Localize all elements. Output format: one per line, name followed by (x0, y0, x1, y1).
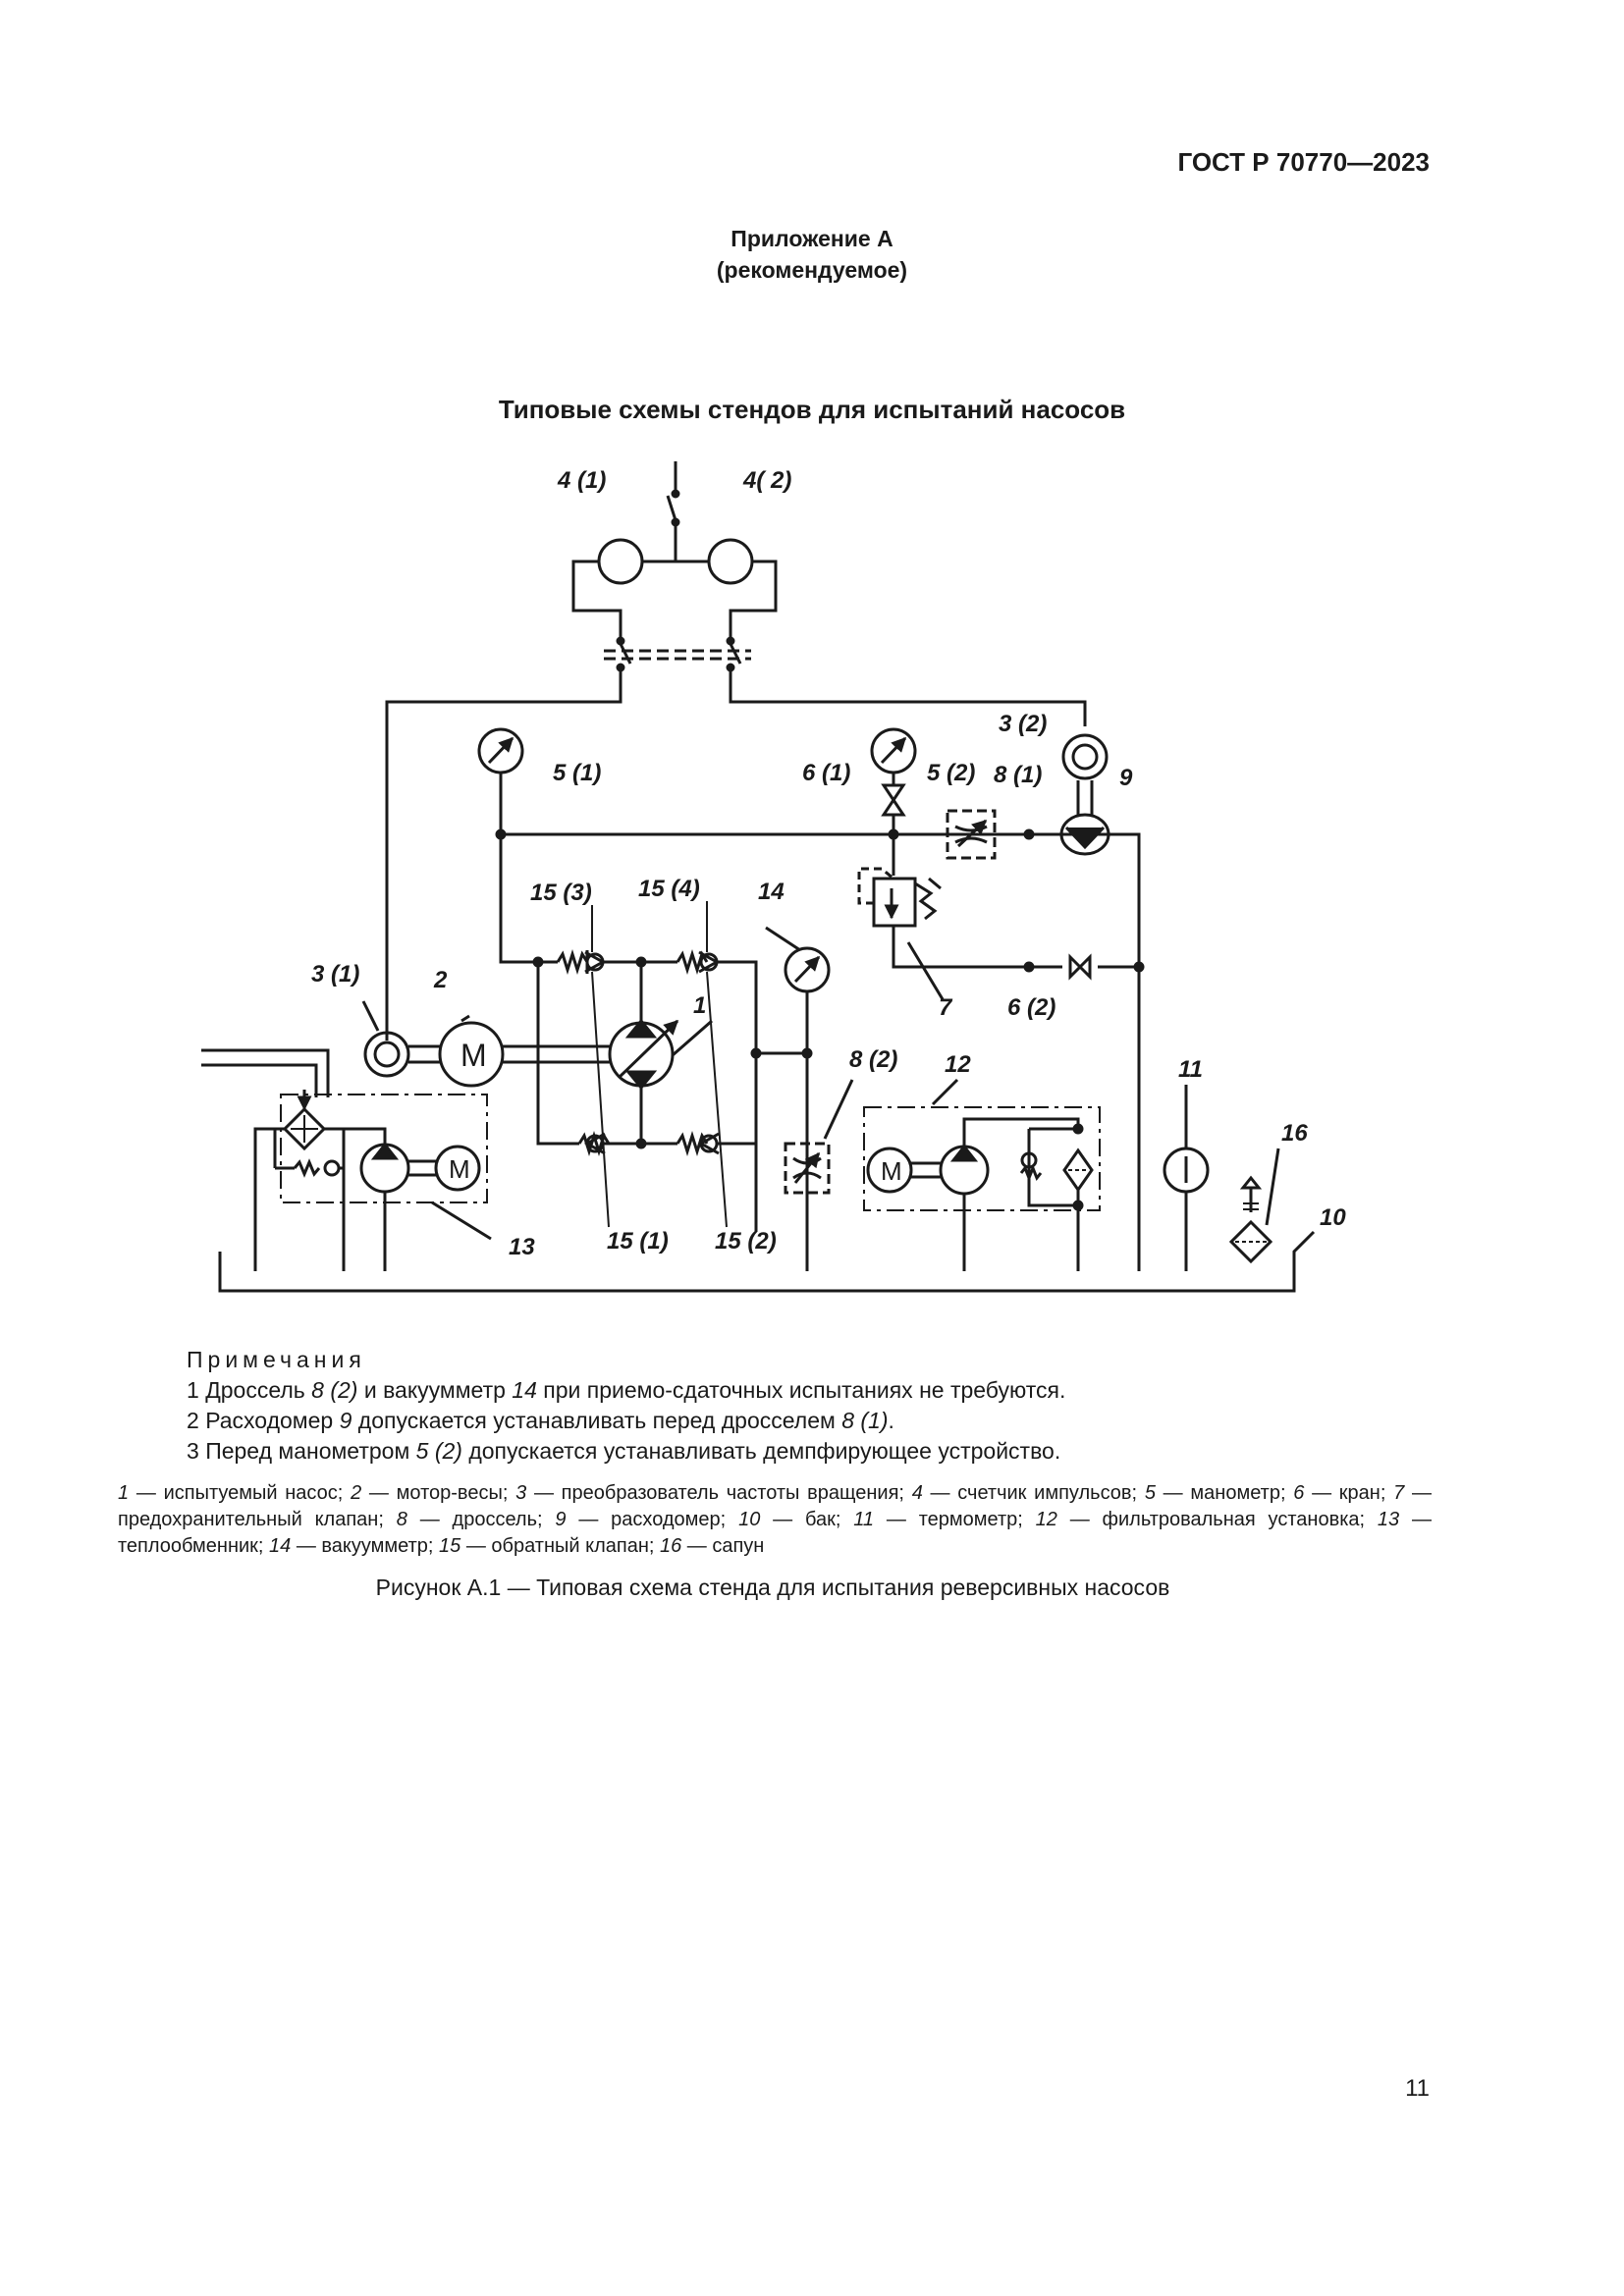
label-15-4: 15 (4) (638, 876, 700, 902)
note-item: 1 Дроссель 8 (2) и вакуумметр 14 при при… (187, 1377, 1066, 1403)
breather-symbol (1228, 1148, 1280, 1264)
label-8-2: 8 (2) (849, 1046, 897, 1073)
label-3-1: 3 (1) (311, 961, 359, 988)
figure-caption: Рисунок А.1 — Типовая схема стенда для и… (375, 1575, 1170, 1600)
label-13: 13 (509, 1234, 535, 1260)
notes-block: Примечания 1 Дроссель 8 (2) и вакуумметр… (187, 1345, 1065, 1467)
notes-title: Примечания (187, 1347, 366, 1372)
label-1: 1 (693, 992, 706, 1019)
label-5-1: 5 (1) (553, 760, 601, 786)
note-item: 2 Расходомер 9 допускается устанавливать… (187, 1408, 894, 1433)
label-4-1: 4 (1) (557, 467, 606, 494)
motor-symbol-13: M (449, 1154, 470, 1184)
label-6-1: 6 (1) (802, 760, 850, 786)
hydraulic-scheme-diagram: 4 (1) 4( 2) 3 (2) 9 5 (1) 6 (1) 5 (2) 8 … (201, 461, 1346, 1293)
label-8-1: 8 (1) (994, 762, 1042, 788)
label-16: 16 (1281, 1120, 1308, 1147)
pulse-counter-1 (597, 538, 644, 585)
motor-scale (438, 1021, 505, 1088)
filter-unit (863, 1106, 1101, 1211)
label-7: 7 (939, 994, 953, 1021)
label-3-2: 3 (2) (999, 711, 1047, 737)
label-15-2: 15 (2) (715, 1228, 777, 1255)
legend-text: 1 — испытуемый насос; 2 — мотор-весы; 3 … (118, 1482, 1432, 1557)
pulse-counter-2 (707, 538, 754, 585)
appendix-subtitle: (рекомендуемое) (716, 257, 908, 283)
motor-symbol-12: M (881, 1156, 902, 1186)
vacuum-gauge (784, 946, 831, 993)
label-5-2: 5 (2) (927, 760, 975, 786)
label-9: 9 (1119, 765, 1133, 791)
label-12: 12 (945, 1051, 971, 1078)
speed-converter-1 (363, 1031, 410, 1078)
label-15-3: 15 (3) (530, 880, 592, 906)
speed-converter-2 (1061, 733, 1109, 780)
appendix-title: Приложение А (731, 226, 893, 251)
throttle-1 (946, 809, 997, 860)
label-10: 10 (1320, 1204, 1346, 1231)
section-title: Типовые схемы стендов для испытаний насо… (498, 395, 1126, 424)
tank (218, 1230, 1316, 1293)
label-14: 14 (758, 879, 785, 905)
label-15-1: 15 (1) (607, 1228, 669, 1255)
motor-symbol-2: M (460, 1038, 487, 1073)
safety-valve (872, 877, 917, 928)
heat-exchanger-motor (434, 1145, 481, 1192)
label-4-2: 4( 2) (742, 467, 791, 494)
label-11: 11 (1178, 1056, 1203, 1083)
standard-header: ГОСТ Р 70770—2023 (1177, 147, 1430, 177)
pressure-gauge-1 (477, 727, 524, 774)
label-2: 2 (433, 967, 448, 993)
filter-unit-motor (866, 1147, 913, 1194)
pulse-counter-group (385, 461, 1087, 1041)
label-6-2: 6 (2) (1007, 994, 1056, 1021)
throttle-2 (784, 1142, 831, 1195)
page-number: 11 (1405, 2075, 1430, 2102)
note-item: 3 Перед манометром 5 (2) допускается уст… (187, 1438, 1061, 1464)
